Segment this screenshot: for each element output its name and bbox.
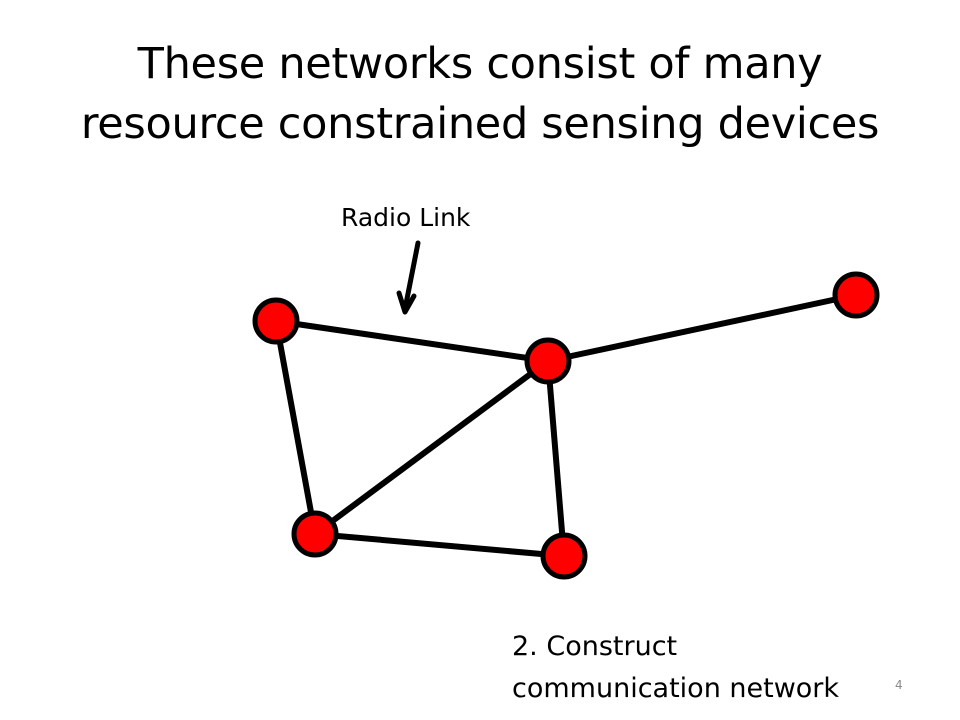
radio-link-edge bbox=[273, 318, 551, 364]
slide-title: These networks consist of many resource … bbox=[40, 34, 920, 154]
radio-link-arrow bbox=[396, 240, 421, 315]
arrow-shaft bbox=[402, 240, 421, 312]
caption-line-2: communication network bbox=[512, 673, 840, 704]
sensor-node bbox=[524, 337, 572, 385]
edges-layer bbox=[273, 292, 859, 559]
sensor-node bbox=[540, 532, 588, 580]
title-line-2: resource constrained sensing devices bbox=[80, 99, 880, 149]
radio-link-edge bbox=[545, 292, 859, 364]
radio-link-edge bbox=[273, 318, 318, 537]
caption-line-1: 2. Construct bbox=[512, 631, 678, 662]
sensor-node bbox=[832, 271, 880, 319]
radio-link-label: Radio Link bbox=[341, 203, 471, 232]
nodes-layer bbox=[252, 271, 880, 580]
radio-link-edge bbox=[312, 358, 551, 537]
arrow-head bbox=[396, 290, 417, 315]
radio-link-edge bbox=[312, 531, 567, 559]
caption: 2. Construct communication network bbox=[512, 626, 839, 710]
radio-link-edge bbox=[545, 358, 567, 559]
sensor-node bbox=[252, 297, 300, 345]
title-line-1: These networks consist of many bbox=[137, 39, 823, 89]
sensor-node bbox=[291, 510, 339, 558]
page-number: 4 bbox=[895, 678, 903, 692]
